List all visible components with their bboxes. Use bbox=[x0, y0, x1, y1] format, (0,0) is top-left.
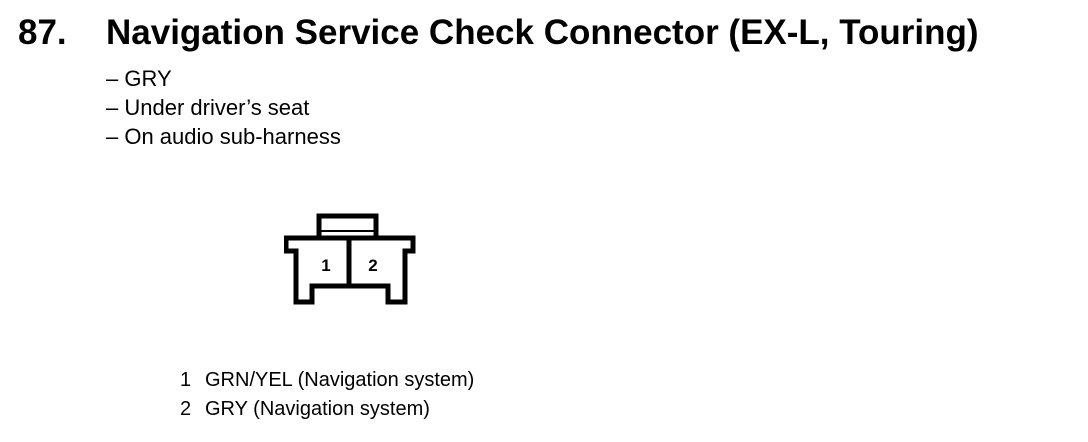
pin-number: 2 bbox=[180, 398, 192, 420]
page-title: Navigation Service Check Connector (EX-L… bbox=[106, 13, 979, 52]
terminal-1-label: 1 bbox=[321, 256, 330, 275]
note-harness: – On audio sub-harness bbox=[106, 124, 341, 149]
note-location: – Under driver’s seat bbox=[106, 95, 310, 120]
page-heading: 87. Navigation Service Check Connector (E… bbox=[18, 10, 979, 56]
connector-notes: – GRY – Under driver’s seat – On audio s… bbox=[106, 64, 341, 151]
pin-description: GRY (Navigation system) bbox=[205, 398, 430, 420]
pin-list: 1 GRN/YEL (Navigation system) 2 GRY (Navig… bbox=[180, 366, 474, 424]
connector-lock-tab bbox=[316, 213, 379, 238]
note-color: – GRY bbox=[106, 66, 172, 91]
pin-number: 1 bbox=[180, 369, 192, 391]
section-number: 87. bbox=[18, 13, 67, 52]
connector-diagram: 1 2 bbox=[284, 213, 416, 305]
terminal-2-label: 2 bbox=[368, 256, 377, 275]
pin-row: 1 GRN/YEL (Navigation system) bbox=[180, 366, 474, 395]
pin-row: 2 GRY (Navigation system) bbox=[180, 395, 474, 424]
connector-housing-outline bbox=[284, 235, 416, 305]
pin-description: GRN/YEL (Navigation system) bbox=[205, 369, 475, 391]
